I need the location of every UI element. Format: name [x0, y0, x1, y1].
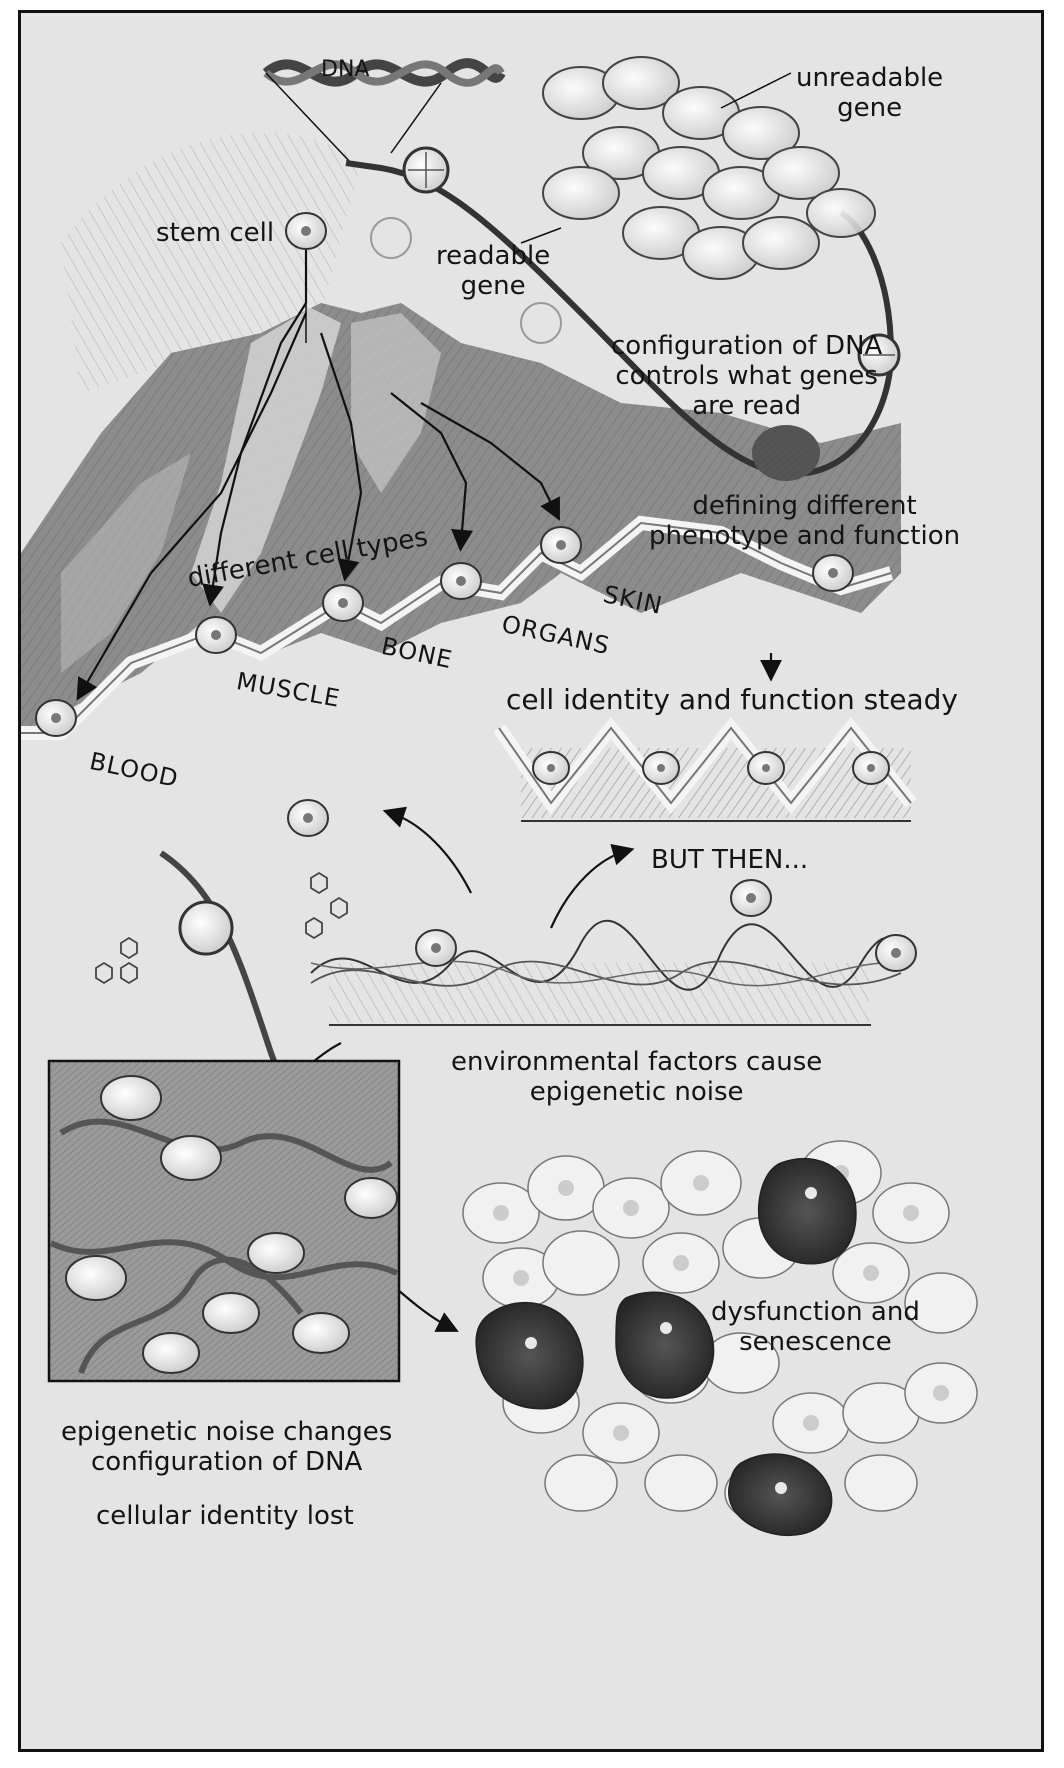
noise-chromatin-box: [47, 1059, 401, 1383]
dna-helix: [262, 58, 506, 164]
configuration-line-1: configuration of DNA: [611, 331, 883, 361]
defining-line-1: defining different: [692, 491, 917, 521]
defining-line-2: phenotype and function: [649, 521, 961, 551]
readable-gene-line-1: readable: [436, 241, 551, 271]
environmental-label: environmental factors cause epigenetic n…: [451, 1047, 822, 1107]
identity-lost-label: cellular identity lost: [96, 1501, 354, 1531]
unreadable-gene-line-2: gene: [837, 93, 903, 123]
environmental-line-1: environmental factors cause: [451, 1047, 823, 1077]
dysfunction-line-2: senescence: [739, 1327, 892, 1357]
dna-label: DNA: [321, 57, 370, 82]
readable-gene-line-2: gene: [460, 271, 526, 301]
callout-lines: [305, 72, 792, 343]
configuration-label: configuration of DNA controls what genes…: [611, 331, 882, 421]
senescent-tissue: [462, 1140, 978, 1537]
noise-wave-panel: [310, 919, 902, 1026]
environmental-line-2: epigenetic noise: [529, 1077, 744, 1107]
hexagons: [95, 871, 348, 985]
dysfunction-label: dysfunction and senescence: [711, 1297, 920, 1357]
unreadable-gene-line-1: unreadable: [796, 63, 944, 93]
defining-label: defining different phenotype and functio…: [649, 491, 960, 551]
stem-cell-label: stem cell: [156, 218, 275, 248]
but-then-label: BUT THEN...: [651, 845, 809, 875]
cell-identity-steady-label: cell identity and function steady: [506, 683, 958, 716]
noise-changes-line-2: configuration of DNA: [91, 1447, 363, 1477]
unreadable-gene-label: unreadable gene: [796, 63, 943, 123]
mountain-cells: [35, 212, 854, 737]
differentiation-arrows: [76, 243, 560, 701]
noise-changes-line-1: epigenetic noise changes: [61, 1417, 393, 1447]
illustration-frame: DNA unreadable gene stem cell readable g…: [18, 10, 1044, 1752]
floating-cells: [287, 799, 917, 972]
steady-zigzag-panel: [493, 716, 917, 822]
readable-gene-label: readable gene: [436, 241, 550, 301]
configuration-line-3: are read: [692, 391, 802, 421]
configuration-line-2: controls what genes: [615, 361, 878, 391]
chromatin-strand: [345, 56, 901, 481]
dysfunction-line-1: dysfunction and: [711, 1297, 920, 1327]
epigenetics-illustration: [21, 56, 978, 1537]
sketch-shading: [61, 132, 361, 393]
noise-changes-label: epigenetic noise changes configuration o…: [61, 1417, 392, 1477]
zigzag-cells: [532, 751, 890, 785]
